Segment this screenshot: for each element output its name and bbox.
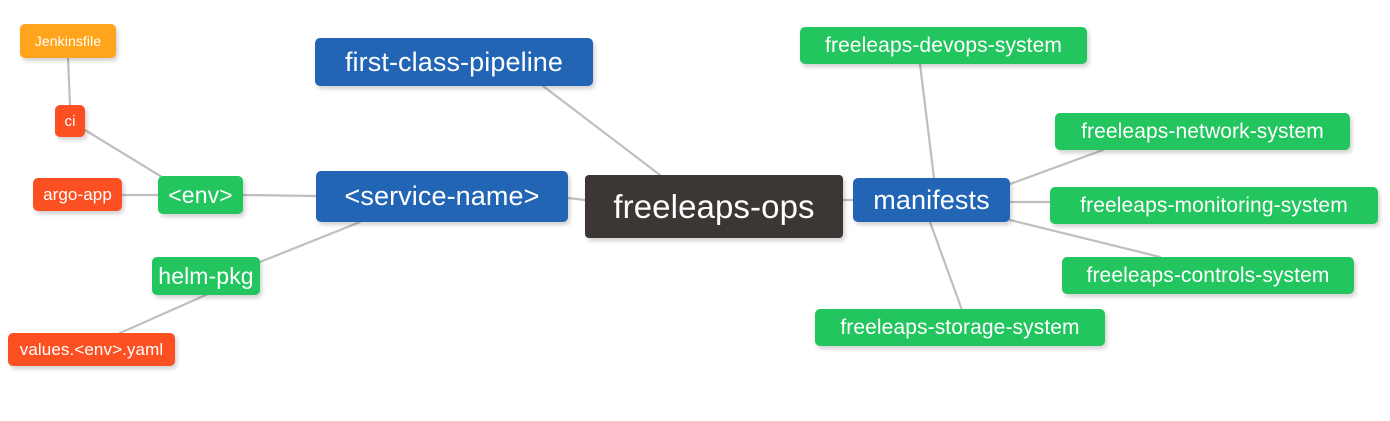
node-label-values-yaml: values.<env>.yaml bbox=[19, 340, 164, 359]
node-label-ci: ci bbox=[64, 112, 76, 130]
node-label-service-name: <service-name> bbox=[344, 181, 540, 211]
edge-manifests-networksystem bbox=[1008, 148, 1105, 186]
node-label-network-system: freeleaps-network-system bbox=[1081, 120, 1324, 143]
edge-jenkinsfile-ci bbox=[66, 56, 72, 107]
node-label-first-class-pipeline: first-class-pipeline bbox=[344, 46, 564, 77]
node-manifests[interactable]: manifests bbox=[853, 178, 1010, 222]
node-label-jenkinsfile: Jenkinsfile bbox=[34, 33, 102, 49]
node-label-argo-app: argo-app bbox=[43, 185, 112, 204]
node-label-monitoring-system: freeleaps-monitoring-system bbox=[1080, 194, 1348, 217]
node-label-env: <env> bbox=[168, 181, 233, 208]
node-label-devops-system: freeleaps-devops-system bbox=[825, 34, 1062, 57]
node-argo-app[interactable]: argo-app bbox=[33, 178, 122, 211]
edge-servicename-root bbox=[566, 196, 587, 202]
edge-manifests-devopssystem bbox=[918, 62, 936, 180]
edge-valuesyaml-helmpkg bbox=[118, 292, 210, 335]
node-values-yaml[interactable]: values.<env>.yaml bbox=[8, 333, 175, 366]
node-env[interactable]: <env> bbox=[158, 176, 243, 214]
node-label-storage-system: freeleaps-storage-system bbox=[840, 316, 1080, 339]
node-storage-system[interactable]: freeleaps-storage-system bbox=[815, 309, 1105, 346]
node-label-controls-system: freeleaps-controls-system bbox=[1086, 264, 1330, 287]
node-service-name[interactable]: <service-name> bbox=[316, 171, 568, 222]
edge-env-servicename bbox=[241, 193, 318, 198]
node-monitoring-system[interactable]: freeleaps-monitoring-system bbox=[1050, 187, 1378, 224]
node-devops-system[interactable]: freeleaps-devops-system bbox=[800, 27, 1087, 64]
node-jenkinsfile[interactable]: Jenkinsfile bbox=[20, 24, 116, 58]
edge-manifests-storagesystem bbox=[928, 220, 964, 312]
edge-helmpkg-servicename bbox=[258, 220, 362, 264]
node-label-helm-pkg: helm-pkg bbox=[158, 262, 254, 289]
node-helm-pkg[interactable]: helm-pkg bbox=[152, 257, 260, 295]
node-network-system[interactable]: freeleaps-network-system bbox=[1055, 113, 1350, 150]
node-controls-system[interactable]: freeleaps-controls-system bbox=[1062, 257, 1354, 294]
node-label-manifests: manifests bbox=[873, 184, 990, 215]
node-first-class-pipeline[interactable]: first-class-pipeline bbox=[315, 38, 593, 86]
edge-firstclasspipeline-root bbox=[541, 84, 662, 177]
node-root-freeleaps-ops[interactable]: freeleaps-ops bbox=[585, 175, 843, 238]
node-ci[interactable]: ci bbox=[55, 105, 85, 137]
node-label-root: freeleaps-ops bbox=[613, 188, 815, 225]
edge-manifests-controlssystem bbox=[1008, 218, 1162, 259]
